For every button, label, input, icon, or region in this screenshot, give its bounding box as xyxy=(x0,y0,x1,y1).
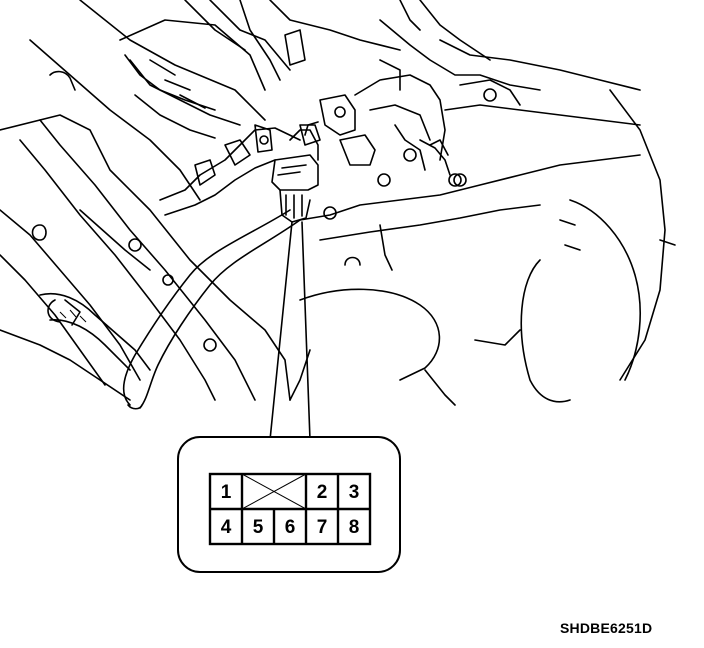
center-brackets xyxy=(159,74,467,216)
connector-callout: 1 2 3 4 5 6 7 8 xyxy=(177,436,401,573)
pin-5: 5 xyxy=(253,517,264,538)
left-frame-rails xyxy=(0,114,291,401)
upper-right-frame xyxy=(239,0,641,126)
pin-1: 1 xyxy=(221,482,232,503)
transmission-housing xyxy=(289,89,676,406)
callout-leaders xyxy=(269,221,311,441)
pin-8: 8 xyxy=(349,517,360,538)
wiring-harness xyxy=(122,209,301,410)
pin-3: 3 xyxy=(349,482,360,503)
blank-cavity-cross xyxy=(241,473,307,510)
pin-7: 7 xyxy=(317,517,328,538)
figure-code: SHDBE6251D xyxy=(560,620,653,636)
starter-motor xyxy=(0,292,151,401)
pin-4: 4 xyxy=(221,517,232,538)
pin-2: 2 xyxy=(317,482,328,503)
pin-6: 6 xyxy=(285,517,296,538)
connector-body xyxy=(271,121,319,223)
upper-left-bracket xyxy=(29,0,291,201)
